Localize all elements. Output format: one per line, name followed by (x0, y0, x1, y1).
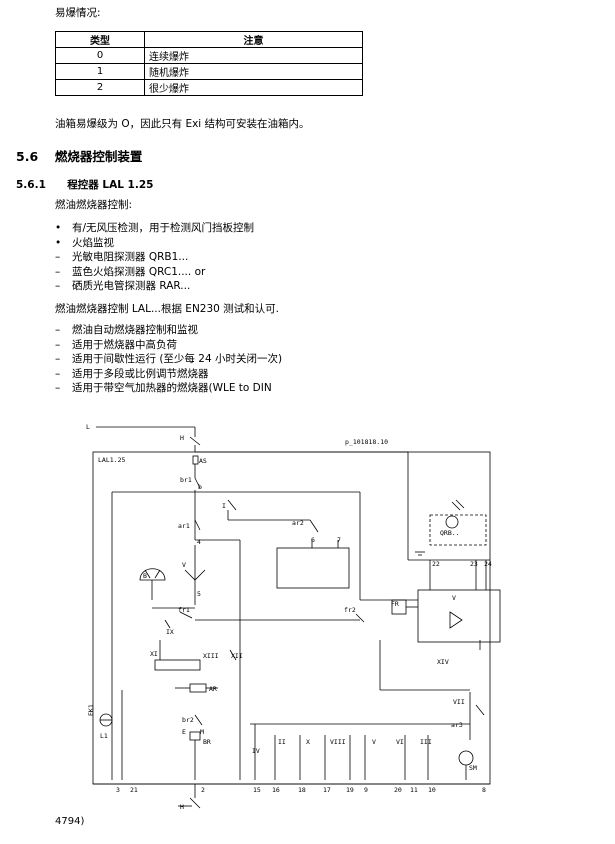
table-header-row: 类型 注意 (55, 31, 363, 48)
diagram-ref: p_101818.10 (345, 438, 388, 446)
table-cell-type: 2 (55, 79, 145, 96)
label-I: I (222, 502, 226, 510)
list-item: –适用于带空气加热器的燃烧器(WLE to DIN (55, 382, 272, 394)
label-L: L (86, 423, 90, 431)
table-row: 1 随机爆炸 (55, 63, 363, 80)
label-B: B (143, 572, 147, 580)
terminal: 20 (394, 786, 402, 794)
label-IX: IX (166, 628, 174, 636)
label-XI: XI (150, 650, 158, 658)
subsection-title: 程控器 LAL 1.25 (67, 179, 154, 191)
label-E: E (182, 728, 186, 736)
node-22: 22 (432, 560, 440, 568)
label-V: V (182, 561, 186, 569)
device-label: LAL1.25 (98, 456, 125, 464)
list-item: –硒质光电管探测器 RAR... (55, 280, 191, 292)
section-title: 燃烧器控制装置 (54, 149, 143, 164)
label-ar1: ar1 (178, 522, 190, 530)
subsection-heading: 5.6.1 程控器 LAL 1.25 (16, 177, 153, 192)
label-L1: L1 (100, 732, 108, 740)
terminal: 18 (298, 786, 306, 794)
list-item: –光敏电阻探测器 QRB1... (55, 251, 189, 263)
label-II: II (278, 738, 286, 746)
terminal: 21 (130, 786, 138, 794)
label-M: M (200, 728, 204, 736)
approval-text: 燃油燃烧器控制 LAL...根据 EN230 测试和认可. (55, 303, 280, 315)
node-6: 6 (311, 536, 315, 544)
tank-note: 油箱易爆级为 O，因此只有 Exi 结构可安装在油箱内。 (55, 118, 310, 130)
terminal: 15 (253, 786, 261, 794)
label-SM: SM (469, 764, 477, 772)
label-ar2: ar2 (292, 519, 304, 527)
label-BR: BR (203, 738, 211, 746)
label-fr2: fr2 (344, 606, 356, 614)
label-EK1: EK1 (87, 704, 95, 716)
application-list: –燃油自动燃烧器控制和监视 –适用于燃烧器中高负荷 –适用于间歇性运行 (至少每… (55, 323, 282, 396)
node-7: 7 (337, 536, 341, 544)
table-cell-note: 很少爆炸 (144, 79, 363, 96)
label-H: H (180, 434, 184, 442)
terminal: 2 (201, 786, 205, 794)
section-number: 5.6 (16, 149, 39, 164)
label-QRB: QRB.. (440, 529, 460, 537)
label-H-bottom: H (180, 803, 184, 811)
node-5: 5 (197, 590, 201, 598)
label-X: X (306, 738, 310, 746)
terminal: 10 (428, 786, 436, 794)
node-24: 24 (484, 560, 492, 568)
node-4: 4 (197, 538, 201, 546)
label-ar3: ar3 (451, 721, 463, 729)
terminal: 17 (323, 786, 331, 794)
table-header-note: 注意 (144, 31, 363, 48)
label-V2: V (452, 594, 456, 602)
label-VII: VII (453, 698, 465, 706)
terminal: 11 (410, 786, 418, 794)
label-br2: br2 (182, 716, 194, 724)
table-header-type: 类型 (55, 31, 145, 48)
explosion-table: 类型 注意 0 连续爆炸 1 随机爆炸 2 很少爆炸 (55, 31, 363, 96)
list-item: –燃油自动燃烧器控制和监视 (55, 324, 198, 336)
terminal: 16 (272, 786, 280, 794)
list-item: –适用于间歇性运行 (至少每 24 小时关闭一次) (55, 353, 283, 365)
label-br1: br1 (180, 476, 192, 484)
terminal: 19 (346, 786, 354, 794)
list-item: –蓝色火焰探测器 QRC1.... or (55, 265, 206, 278)
feature-list: •有/无风压检测，用于检测风门挡板控制 •火焰监视 –光敏电阻探测器 QRB1.… (55, 221, 254, 294)
label-fr1: fr1 (178, 606, 190, 614)
label-V3: V (372, 738, 376, 746)
label-AR: AR (209, 685, 217, 693)
label-VI: VI (396, 738, 404, 746)
list-item: •有/无风压检测，用于检测风门挡板控制 (55, 222, 255, 234)
oil-control-label: 燃油燃烧器控制: (55, 199, 133, 211)
label-XIII: XIII (203, 652, 219, 660)
terminal: 8 (482, 786, 486, 794)
label-AS: AS (199, 457, 207, 465)
label-b: b (198, 483, 202, 491)
label-VIII: VIII (330, 738, 346, 746)
node-23: 23 (470, 560, 478, 568)
list-item: –适用于燃烧器中高负荷 (55, 338, 177, 351)
label-FR: FR (391, 600, 399, 608)
list-item: –适用于多段或比例调节燃烧器 (55, 367, 209, 380)
section-heading: 5.6 燃烧器控制装置 (16, 146, 142, 165)
label-IV: IV (252, 747, 260, 755)
table-row: 2 很少爆炸 (55, 79, 363, 96)
label-XIV: XIV (437, 658, 449, 666)
label-III: III (420, 738, 432, 746)
footer-code: 4794) (55, 816, 85, 827)
subsection-number: 5.6.1 (16, 179, 46, 191)
terminal: 3 (116, 786, 120, 794)
intro-text: 易爆情况: (55, 7, 101, 19)
list-item: •火焰监视 (55, 236, 114, 249)
label-XII: XII (231, 652, 243, 660)
terminal: 9 (364, 786, 368, 794)
